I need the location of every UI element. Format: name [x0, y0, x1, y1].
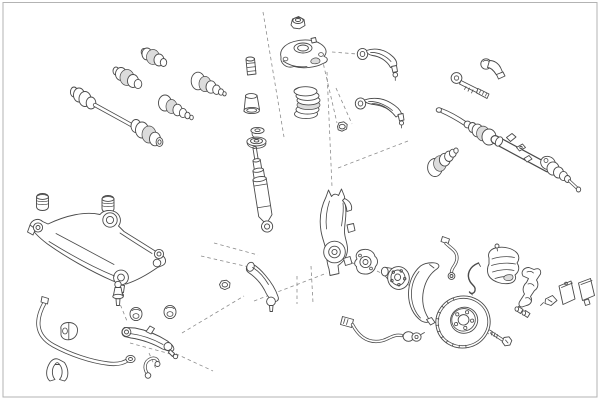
- stabilizer-bar: [36, 296, 136, 367]
- lower-control-arm: [27, 209, 167, 299]
- abs-sensor-cable: [340, 316, 425, 344]
- stabilizer-link: [143, 356, 161, 379]
- stabilizer-clamp: [46, 358, 69, 382]
- cv-boot-outer-small: [140, 47, 168, 67]
- cv-boot-inner: [112, 66, 143, 90]
- control-arm-bushing-b: [101, 195, 115, 213]
- drive-shaft: [69, 86, 164, 147]
- retaining-clip: [467, 262, 481, 296]
- brake-disc: [435, 295, 491, 349]
- link-bushing: [219, 279, 231, 291]
- arm-bushing-c: [129, 306, 143, 322]
- caliper-carrier: [514, 267, 542, 318]
- brake-caliper: [487, 243, 520, 285]
- wheel-bearing: [354, 248, 378, 275]
- strut-mount: [280, 37, 328, 69]
- arm-bushing-d: [163, 304, 177, 320]
- strut-top-nut: [290, 16, 306, 30]
- caliper-bolt: [489, 329, 513, 347]
- steering-knuckle: [319, 188, 356, 276]
- brake-hose: [440, 236, 459, 280]
- steering-rack: [435, 107, 582, 193]
- pad-retainer-clip: [540, 295, 558, 306]
- shock-absorber: [252, 146, 274, 233]
- brake-pads: [558, 278, 595, 306]
- cv-boot-large: [190, 71, 227, 97]
- tie-rod-end: [480, 58, 506, 80]
- ball-stud: [112, 280, 124, 306]
- leader-lines: [117, 11, 490, 372]
- coil-spring: [293, 86, 321, 120]
- upper-control-arm-rear: [354, 97, 405, 129]
- bump-stop-cone: [243, 93, 260, 115]
- cv-boot-cone: [158, 94, 194, 121]
- upper-control-arm-front: [356, 47, 399, 81]
- wheel-hub: [380, 266, 410, 290]
- spring-seat-washers: [246, 126, 267, 149]
- control-arm-link: [245, 261, 279, 312]
- bump-stop: [245, 56, 257, 76]
- stabilizer-bushing: [60, 322, 78, 341]
- control-arm-bushing-a: [36, 193, 49, 211]
- brake-splash-shield: [408, 262, 440, 326]
- lock-nut: [337, 121, 348, 132]
- inner-tie-rod: [450, 72, 490, 99]
- steering-rack-boot: [427, 147, 459, 177]
- lower-control-arm-rear: [121, 325, 179, 360]
